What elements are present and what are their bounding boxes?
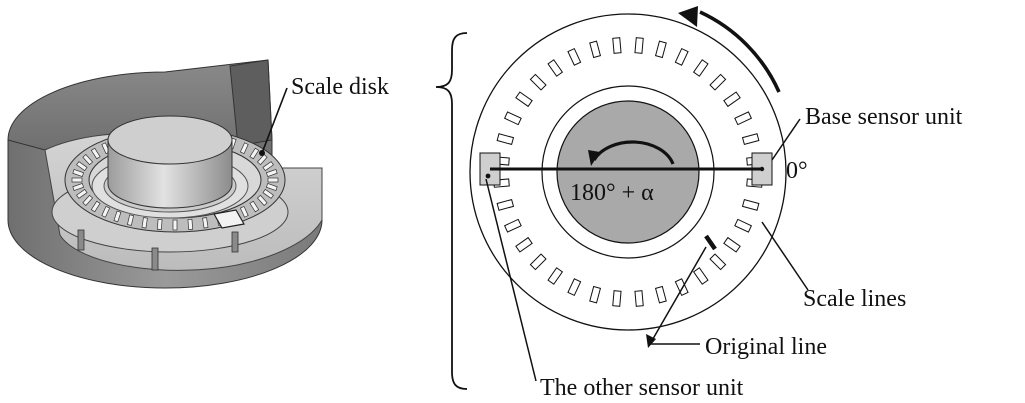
disk-3d-slot (113, 210, 122, 223)
scale-slot (515, 236, 533, 253)
disk-3d-slot (265, 183, 278, 191)
disk-3d-slot (90, 200, 101, 213)
disk-3d-slot (239, 142, 249, 155)
disk-3d-slot (76, 161, 88, 172)
disk-3d-slot (262, 161, 274, 172)
support-leg (231, 231, 239, 253)
angle-arc (592, 140, 675, 165)
support-leg (151, 247, 159, 271)
other-sensor-dot (485, 173, 491, 179)
scale-slot (634, 37, 644, 54)
disk-3d-slot (239, 205, 249, 218)
scale-slot (496, 198, 515, 211)
scale-slot (529, 73, 547, 91)
base-sensor-unit-label: Base sensor unit (805, 104, 963, 130)
scale-slot (547, 59, 564, 77)
scale-slot (515, 91, 533, 108)
other-sensor-unit-label: The other sensor unit (540, 375, 744, 401)
scale-disk-label: Scale disk (291, 74, 389, 100)
zero-degree-label: 0° (786, 158, 808, 184)
disk-3d-slot (72, 183, 85, 191)
disk-3d-slot (76, 188, 88, 199)
scale-slot (496, 133, 515, 146)
scale-slot (529, 253, 547, 271)
disk-3d-slot (249, 147, 260, 160)
disk-3d-slot (256, 154, 268, 166)
inner-hub (556, 100, 700, 244)
rotation-arc (699, 10, 781, 93)
disk-3d-slot (256, 194, 268, 206)
curly-brace (435, 32, 468, 390)
disk-3d-slot (90, 147, 101, 160)
angle-label: 180° + α (570, 180, 654, 206)
scale-slot (612, 37, 622, 54)
scale-slot (654, 40, 667, 59)
scale-disk-leader-line (261, 87, 288, 154)
scale-slot (503, 111, 522, 126)
disk-3d-slot (82, 154, 94, 166)
outer-circle (469, 13, 787, 331)
disk-3d-slot (126, 214, 135, 226)
disk-3d-slot (172, 219, 178, 231)
scale-slot (709, 253, 727, 271)
scale-slot (674, 278, 689, 297)
scale-slot (692, 267, 709, 285)
original-line-mark (704, 234, 717, 251)
disk-3d-slot (101, 205, 111, 218)
base-sensor-leader (771, 118, 801, 161)
disk-3d-slot (71, 177, 83, 183)
scale-slot (734, 111, 753, 126)
scale-slot (654, 285, 667, 304)
disk-3d-slot (249, 200, 260, 213)
disk-3d-slot (72, 169, 85, 177)
encoder-3d-illustration (7, 59, 323, 289)
disk-3d-slot (262, 188, 274, 199)
base-sensor-dot (759, 166, 765, 172)
disk-3d-slot (141, 217, 148, 229)
scale-lines-leader (761, 221, 809, 291)
original-line-leader-arrow (646, 334, 656, 348)
original-line-label: Original line (705, 334, 827, 360)
scale-slot (723, 236, 741, 253)
disk-3d-slot (202, 217, 209, 229)
scale-slot (723, 91, 741, 108)
scale-lines-label: Scale lines (803, 286, 906, 312)
rotation-arrowhead (678, 6, 698, 27)
angle-arrowhead (588, 150, 600, 166)
scale-slot (741, 198, 760, 211)
scale-slot (734, 218, 753, 233)
scale-slot (589, 40, 602, 59)
middle-circle (541, 85, 715, 259)
other-sensor-leader (485, 178, 537, 382)
disk-3d-slot (82, 194, 94, 206)
scale-slot (741, 133, 760, 146)
scale-slot (547, 267, 564, 285)
scale-slot (503, 218, 522, 233)
scale-slot (709, 73, 727, 91)
disk-3d-slot (265, 169, 278, 177)
scale-slot (692, 59, 709, 77)
scale-slot (589, 285, 602, 304)
scale-slot (567, 278, 582, 297)
scale-slot (674, 47, 689, 66)
scale-slot (634, 290, 644, 307)
support-leg (77, 229, 85, 251)
scale-slot (567, 47, 582, 66)
disk-3d-slot (187, 218, 194, 230)
disk-3d-slot (267, 177, 279, 183)
disk-3d-slot (156, 218, 163, 230)
encoder-schematic (469, 6, 809, 382)
scale-slot (612, 290, 622, 307)
